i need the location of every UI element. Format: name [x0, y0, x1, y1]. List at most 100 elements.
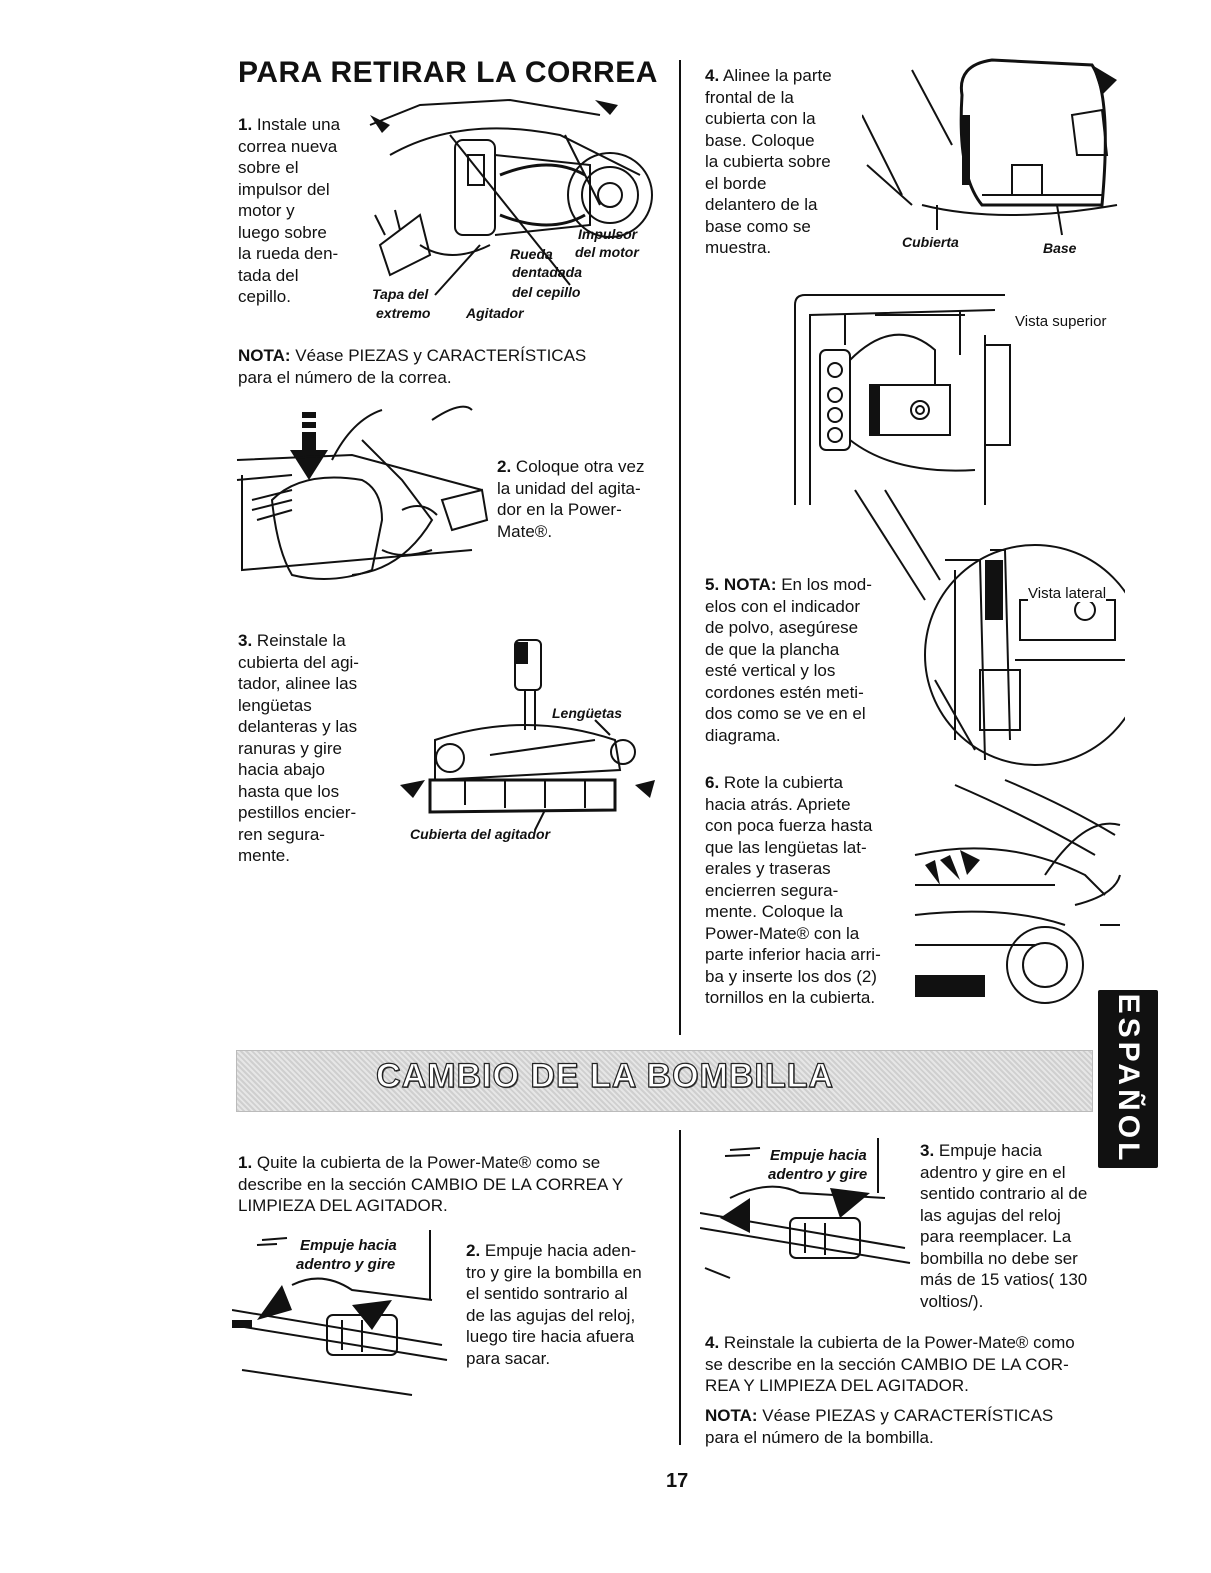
- step-text: ranuras y gire: [238, 738, 342, 758]
- step-text: Quite la cubierta de la Power-Mate® como…: [256, 1153, 601, 1172]
- side-view-illustration: [854, 489, 1125, 766]
- label-lenguetas: Lengüetas: [552, 705, 623, 721]
- label-push-left-2: adentro y gire: [296, 1256, 396, 1273]
- label-impulsor: Impulsor: [578, 226, 638, 242]
- step-text: REA Y LIMPIEZA DEL AGITADOR.: [705, 1376, 969, 1395]
- step-text: Empuje hacia: [938, 1141, 1042, 1160]
- label-push-right-2: adentro y gire: [768, 1166, 868, 1183]
- step-text: luego sobre: [238, 222, 327, 242]
- section-banner: [236, 1050, 1093, 1112]
- label-agitador: Agitador: [466, 305, 524, 321]
- step-text: hacia atrás. Apriete: [705, 794, 851, 814]
- section-heading: PARA RETIRAR LA CORREA: [238, 56, 658, 89]
- column-divider: [679, 60, 681, 1035]
- label-vista-lateral: Vista lateral: [1028, 585, 1107, 602]
- step-text: ren segura-: [238, 824, 325, 844]
- bulb-remove-illustration: [232, 1230, 448, 1396]
- belt-agitator-illustration: [369, 98, 653, 296]
- step-number: 5.: [705, 575, 720, 594]
- step-text: que las lengüetas lat-: [705, 837, 867, 857]
- step6-block: 6. Rote la cubierta hacia atrás. Apriete…: [705, 772, 915, 1009]
- note-text: Véase PIEZAS y CARACTERÍSTICAS: [762, 1406, 1054, 1425]
- language-side-tab: [1098, 990, 1158, 1168]
- step-text: tornillos en la cubierta.: [705, 988, 876, 1007]
- step-text: dos como se ve en el: [705, 704, 866, 723]
- label-base: Base: [1043, 240, 1077, 256]
- step-text: tada del: [238, 265, 299, 285]
- step-text: Rote la cubierta: [723, 773, 843, 792]
- step-text: hasta que los: [238, 781, 340, 801]
- step-text: impulsor del: [238, 179, 330, 199]
- note-text: Véase PIEZAS y CARACTERÍSTICAS: [295, 346, 587, 365]
- label-push-left-1: Empuje hacia: [300, 1237, 397, 1254]
- step-text: esté vertical y los: [705, 661, 836, 680]
- bulb-step3-block: 3. Empuje hacia adentro y gire en el sen…: [920, 1140, 1095, 1312]
- step-text: muestra.: [705, 238, 772, 257]
- label-del-motor: del motor: [575, 244, 639, 260]
- step-text: correa nueva: [238, 136, 338, 156]
- top-view-illustration: [794, 294, 1011, 505]
- note-bulb: NOTA: Véase PIEZAS y CARACTERÍSTICAS par…: [705, 1405, 1105, 1448]
- step-text: lengüetas: [238, 695, 312, 715]
- step-text: la cubierta sobre: [705, 152, 831, 171]
- step-text: base. Coloque: [705, 130, 815, 150]
- step-text: tro y gire la bombilla en: [466, 1262, 642, 1282]
- step-number: 2.: [466, 1241, 481, 1260]
- label-vista-superior: Vista superior: [1015, 313, 1107, 330]
- note-belt: NOTA: Véase PIEZAS y CARACTERÍSTICAS par…: [238, 345, 658, 388]
- step-text: para reemplacer. La: [920, 1227, 1072, 1246]
- step-text: se describe en la sección CAMBIO DE LA C…: [705, 1354, 1069, 1374]
- step-text: de que la plancha: [705, 639, 840, 659]
- step-text: Empuje hacia aden-: [484, 1241, 637, 1260]
- step-text: sobre el: [238, 158, 299, 177]
- step-number: 1.: [238, 1153, 253, 1172]
- step-text: Reinstale la cubierta de la Power-Mate® …: [723, 1333, 1075, 1352]
- step-text: mente. Coloque la: [705, 902, 843, 921]
- label-dentadada: dentadada: [512, 264, 583, 280]
- step-number: 4.: [705, 1333, 720, 1352]
- rotate-cover-illustration: [914, 779, 1121, 1004]
- note-text: para el número de la correa.: [238, 367, 452, 387]
- step-text: Reinstale la: [256, 631, 346, 650]
- column-divider-bottom: [679, 1130, 681, 1445]
- step-text: Instale una: [256, 115, 341, 134]
- step-text: hacia abajo: [238, 760, 325, 779]
- label-push-right-1: Empuje hacia: [770, 1147, 867, 1164]
- language-side-tab-text: ESPAÑOL: [1112, 993, 1145, 1165]
- label-tapa-del: Tapa del: [372, 286, 429, 302]
- step-text: frontal de la: [705, 87, 794, 107]
- agitator-cover-illustration: [400, 639, 655, 830]
- step-text: base como se: [705, 216, 811, 236]
- step-text: mente.: [238, 846, 290, 865]
- step-text: la rueda den-: [238, 244, 339, 263]
- step-text: cordones estén meti-: [705, 682, 864, 702]
- step-text: ba y inserte los dos (2): [705, 966, 877, 986]
- step-text: la unidad del agita-: [497, 478, 641, 498]
- step-text: diagrama.: [705, 725, 781, 745]
- label-cubierta-agitador: Cubierta del agitador: [410, 826, 551, 842]
- step-text: de las agujas del reloj,: [466, 1305, 636, 1325]
- bulb-step1-block: 1. Quite la cubierta de la Power-Mate® c…: [238, 1152, 668, 1217]
- step-text: pestillos encier-: [238, 803, 357, 822]
- step-text: erales y traseras: [705, 859, 831, 878]
- step-text: más de 15 vatios( 130: [920, 1270, 1088, 1289]
- step-text: delanteras y las: [238, 717, 358, 736]
- step-text: parte inferior hacia arri-: [705, 945, 881, 964]
- step-text: cepillo.: [238, 287, 291, 306]
- note-label: NOTA:: [723, 575, 777, 594]
- step-text: bombilla no debe ser: [920, 1248, 1078, 1268]
- step-text: Power-Mate® con la: [705, 923, 860, 943]
- step-text: el sentido sontrario al: [466, 1284, 628, 1303]
- step-number: 4.: [705, 66, 720, 85]
- step-text: Alinee la parte: [722, 66, 832, 85]
- note-label: NOTA:: [238, 346, 291, 365]
- step1-block: 1. Instale una correa nueva sobre el imp…: [238, 114, 363, 308]
- step-number: 1.: [238, 115, 253, 134]
- note-label: NOTA:: [705, 1406, 758, 1425]
- step-text: de polvo, asegúrese: [705, 618, 859, 637]
- banner-title: CAMBIO DE LA BOMBILLA: [375, 1056, 834, 1095]
- step-text: Mate®.: [497, 521, 553, 541]
- step-text: Coloque otra vez: [515, 457, 645, 476]
- step-number: 2.: [497, 457, 512, 476]
- step-text: elos con el indicador: [705, 596, 860, 616]
